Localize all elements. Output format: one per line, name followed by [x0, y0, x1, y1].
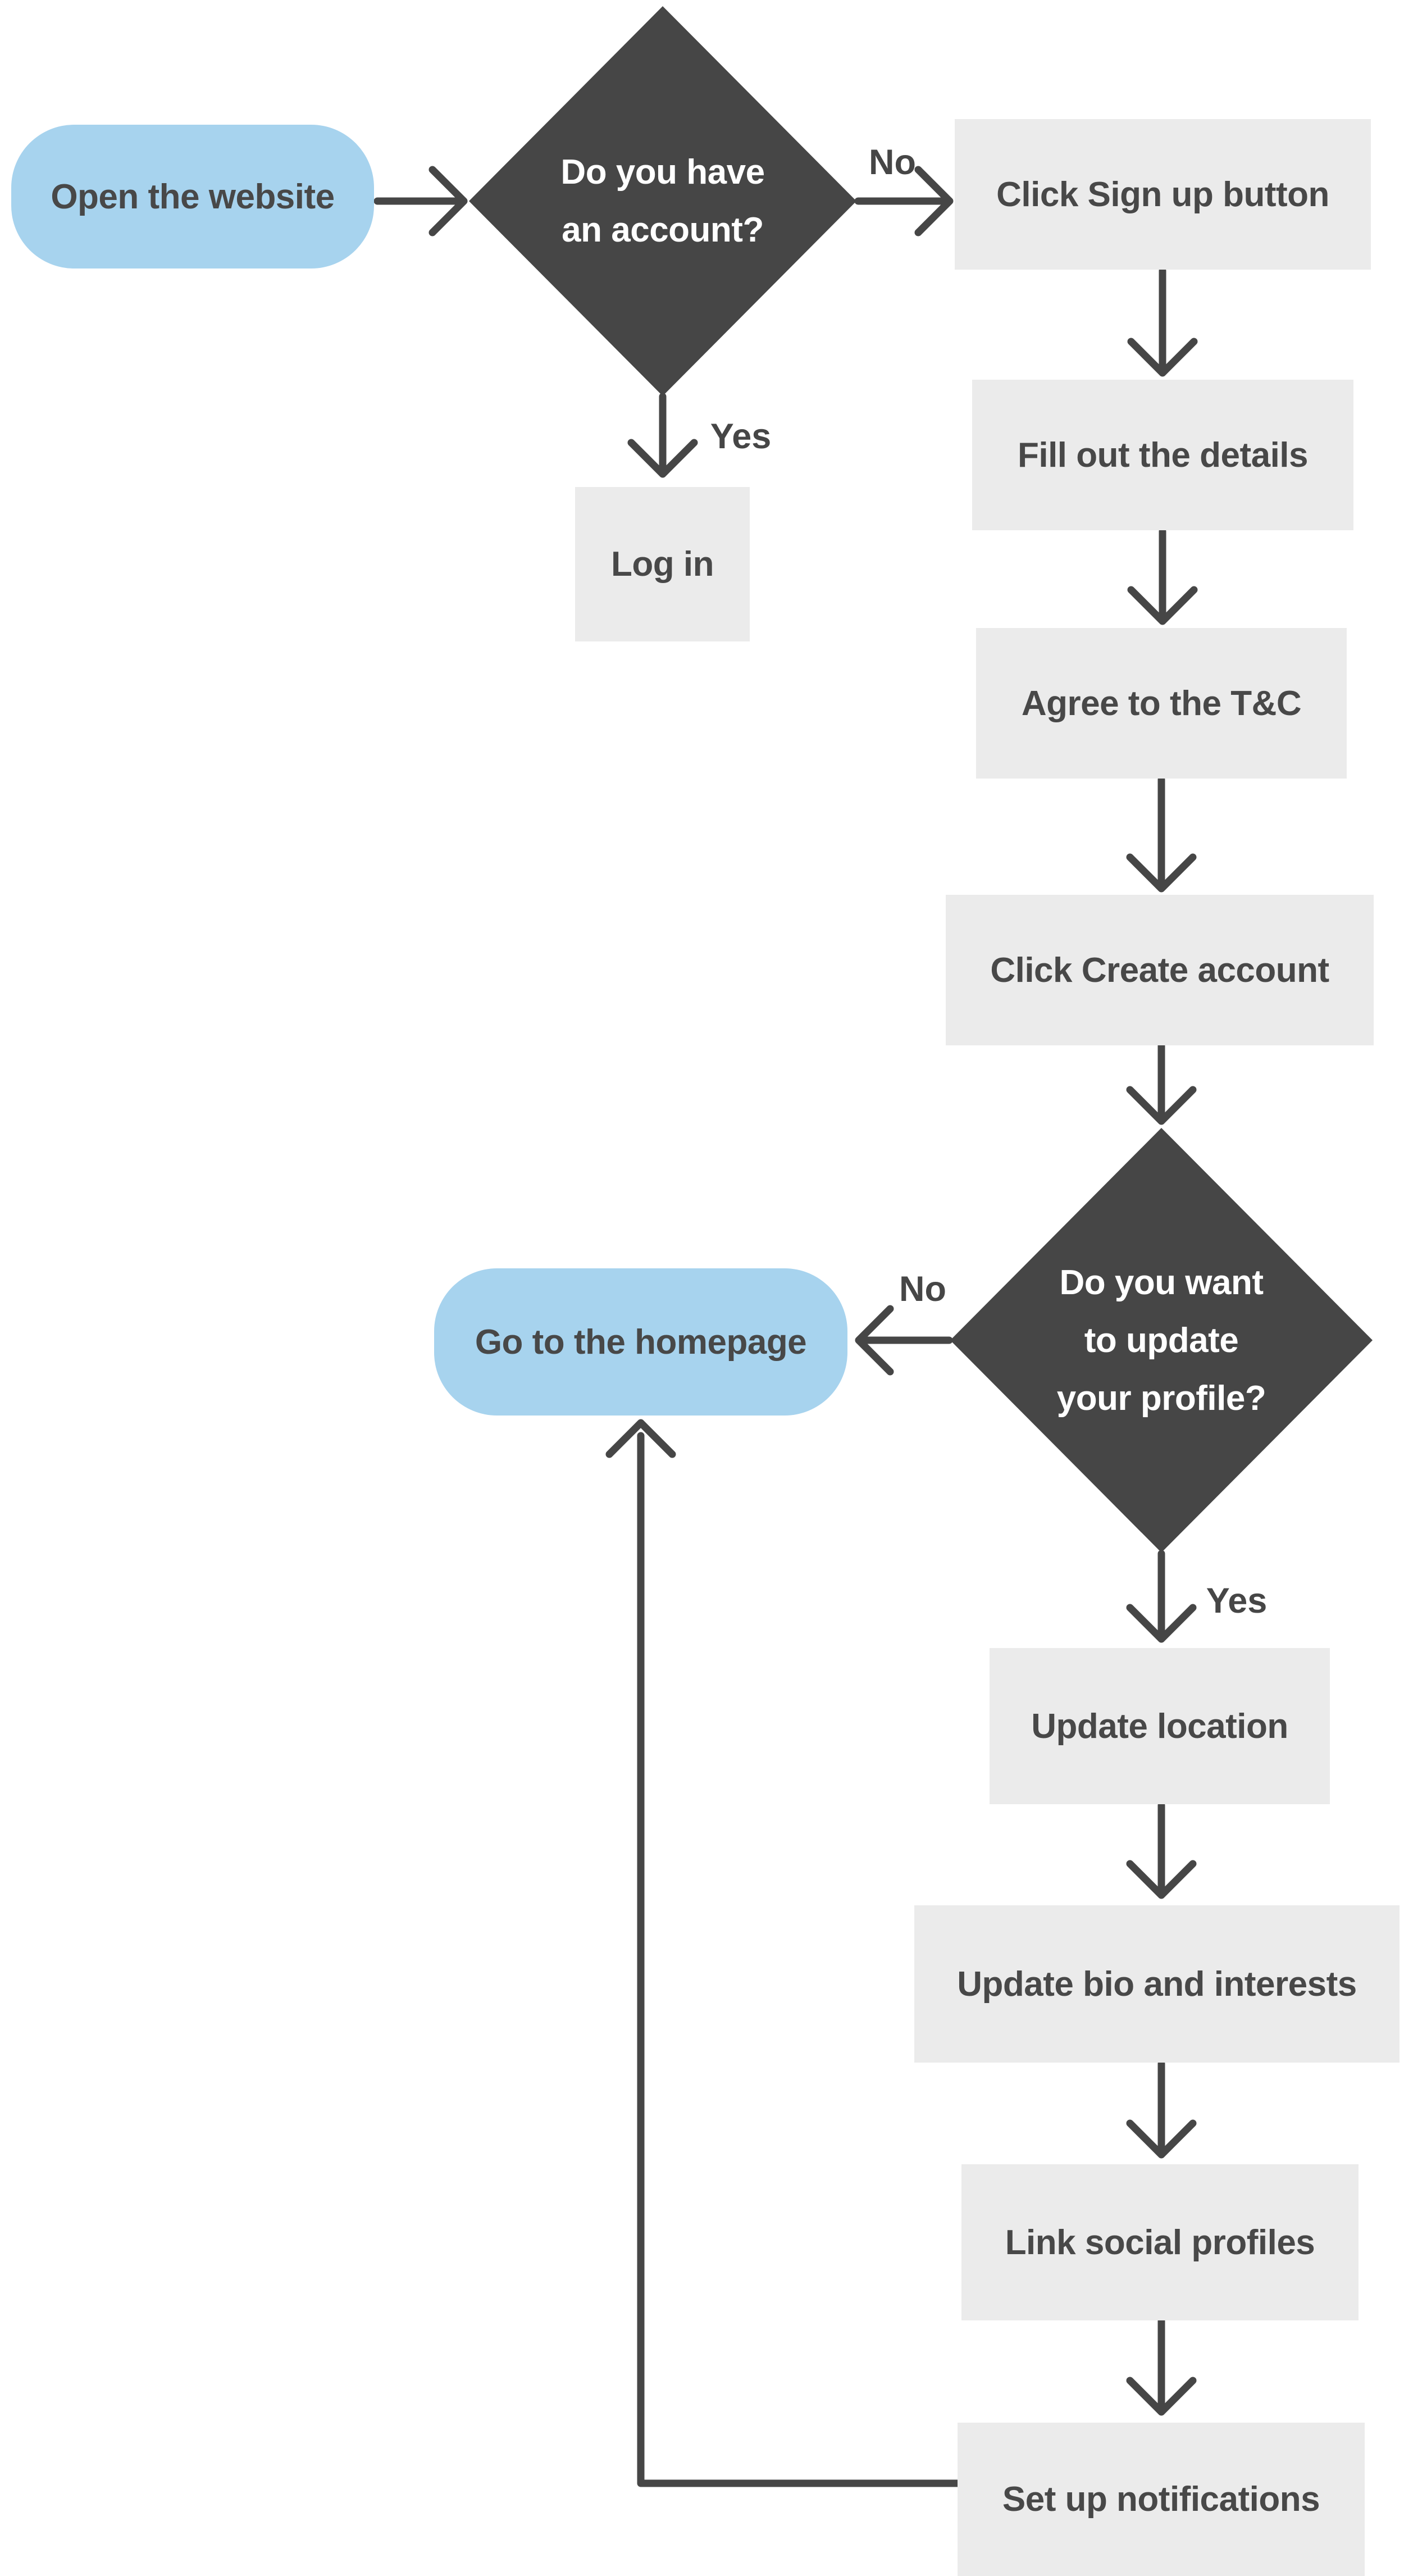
edge-label-no-decision2: No — [899, 1269, 946, 1309]
edge-decision2-no-to-homepage — [855, 1305, 953, 1376]
node-agree-tnc: Agree to the T&C — [976, 628, 1347, 779]
decision-line: to update — [1084, 1321, 1239, 1360]
edge-link-social-to-notifications — [1126, 2317, 1197, 2416]
decision-line: Do you have — [560, 153, 765, 192]
edge-update-location-to-update-bio — [1126, 1801, 1197, 1899]
node-label: Fill out the details — [1017, 435, 1309, 475]
node-label: Log in — [611, 545, 714, 584]
node-label: Open the website — [51, 177, 335, 216]
node-update-location: Update location — [990, 1648, 1330, 1804]
edge-details-to-tnc — [1127, 527, 1198, 625]
node-set-up-notifications: Set up notifications — [958, 2423, 1365, 2576]
edge-signup-to-details — [1127, 267, 1198, 377]
node-label: Update bio and interests — [957, 1964, 1357, 2004]
edge-label-yes-decision2: Yes — [1206, 1581, 1268, 1621]
decision-line: an account? — [562, 211, 764, 249]
decision-line: Do you want — [1059, 1263, 1264, 1302]
node-go-to-homepage: Go to the homepage — [434, 1268, 847, 1416]
node-start-terminal: Open the website — [11, 125, 374, 268]
node-label: Update location — [1031, 1706, 1288, 1746]
edge-start-to-decision1 — [373, 166, 468, 236]
node-label: Agree to the T&C — [1021, 684, 1302, 723]
node-click-sign-up: Click Sign up button — [955, 119, 1371, 270]
edge-label-yes-decision1: Yes — [710, 417, 772, 456]
node-link-social-profiles: Link social profiles — [961, 2164, 1359, 2320]
node-label: Click Sign up button — [996, 175, 1329, 214]
node-fill-out-details: Fill out the details — [972, 380, 1353, 530]
node-label: Go to the homepage — [475, 1322, 807, 1362]
edge-tnc-to-create — [1126, 776, 1197, 893]
edge-decision2-yes-to-update-location — [1126, 1550, 1197, 1643]
edge-notifications-to-homepage — [605, 1419, 961, 2487]
node-click-create-account: Click Create account — [946, 895, 1374, 1045]
edge-label-no-decision1: No — [869, 143, 916, 182]
edge-decision1-yes-to-login — [627, 393, 698, 478]
node-log-in: Log in — [575, 487, 750, 641]
edge-decision1-no-to-signup — [854, 166, 954, 236]
node-label: Link social profiles — [1005, 2223, 1315, 2262]
decision-line: your profile? — [1056, 1378, 1266, 1418]
edge-create-to-decision2 — [1126, 1042, 1197, 1125]
edge-update-bio-to-link-social — [1126, 2060, 1197, 2159]
node-label: Click Create account — [990, 950, 1329, 990]
node-update-bio-interests: Update bio and interests — [914, 1905, 1400, 2063]
node-label: Set up notifications — [1002, 2480, 1320, 2519]
